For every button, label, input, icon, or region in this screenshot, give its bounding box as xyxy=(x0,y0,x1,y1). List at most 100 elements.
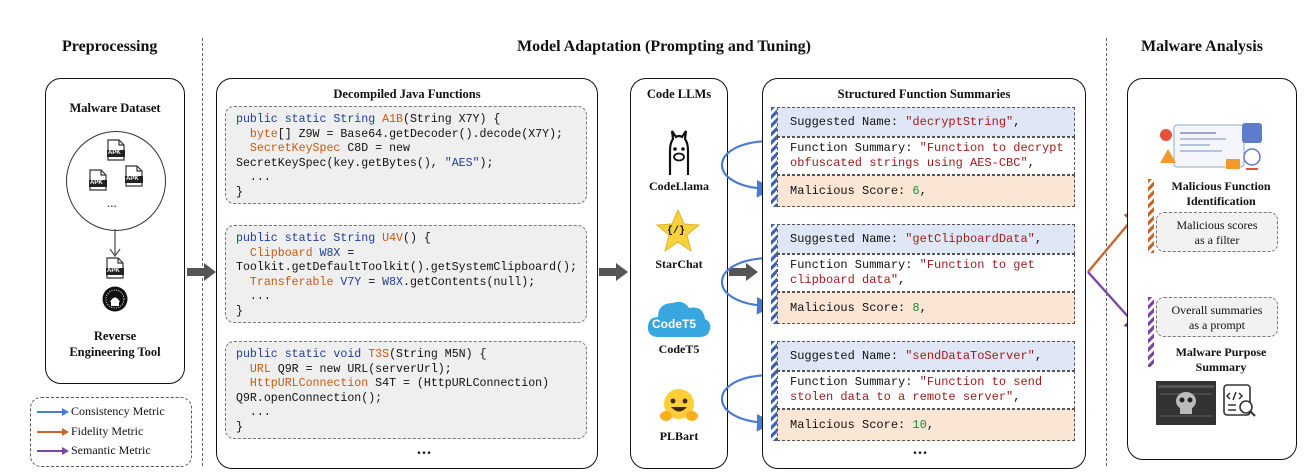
apk-file-icon: APK xyxy=(107,139,125,166)
malicious-score-row: Malicious Score: 8, xyxy=(777,292,1075,324)
code-line: Toolkit.getDefaultToolkit().getSystemCli… xyxy=(236,261,586,276)
function-summaries-panel: Structured Function Summaries Suggested … xyxy=(762,78,1086,469)
malicious-function-identification-line2: Identification xyxy=(1186,194,1256,208)
apk-file-icon: APK xyxy=(106,257,124,284)
code-token: (String X7Y) { xyxy=(402,113,501,126)
apk-label: APK xyxy=(108,150,121,156)
code-token: byte xyxy=(249,127,278,141)
code-token xyxy=(236,247,250,260)
code-token: = xyxy=(340,246,355,260)
code-token: public static void xyxy=(236,348,369,361)
code-line: byte[] Z9W = Base64.getDecoder().decode(… xyxy=(236,128,586,143)
malware-dataset-title: Malware Dataset xyxy=(69,101,161,115)
code-token: U4V xyxy=(382,232,403,245)
code-line: HttpURLConnection S4T = (HttpURLConnecti… xyxy=(236,377,586,392)
overall-summaries-prompt-box: Overall summaries as a prompt xyxy=(1156,297,1278,337)
malicious-score-key: Malicious Score: xyxy=(790,183,913,198)
code-line: Clipboard W8X = xyxy=(236,247,586,262)
code-token: SecretKeySpec xyxy=(249,142,341,156)
malicious-score-value: 10 xyxy=(912,417,927,432)
code-token: SecretKeySpec(key.getBytes(), xyxy=(236,156,445,170)
reverse-engineering-tool-icon xyxy=(102,286,128,312)
malicious-score-key: Malicious Score: xyxy=(790,300,913,315)
codet5-glyph: CodeT5 xyxy=(652,317,697,331)
function-summary-key: Function Summary: xyxy=(790,141,920,155)
legend-semantic-label: Semantic Metric xyxy=(71,443,151,457)
malware-analysis-panel: Malicious Function Identification Malici… xyxy=(1127,78,1297,460)
prompt-line1: Overall summaries xyxy=(1171,303,1263,317)
legend-fidelity-label: Fidelity Metric xyxy=(71,424,144,438)
prompt-line2: as a prompt xyxy=(1189,318,1245,332)
code-block: public static String A1B(String X7Y) { b… xyxy=(225,106,587,204)
fidelity-hatch-bar xyxy=(1148,179,1154,253)
code-line: ... xyxy=(236,406,586,421)
code-token: Q9R = new URL(serverUrl); xyxy=(270,362,452,376)
function-summary-row: Function Summary: "Function to get clipb… xyxy=(777,254,1075,292)
suggested-name-row: Suggested Name: "sendDataToServer", xyxy=(777,341,1075,371)
codet5-label: CodeT5 xyxy=(658,342,700,356)
suggested-name-key: Suggested Name: xyxy=(790,348,906,363)
function-summary-value-line1: "Function to decrypt xyxy=(919,141,1064,155)
suggested-name-value: "decryptString" xyxy=(905,114,1014,129)
code-token xyxy=(236,363,250,376)
suggested-name-row: Suggested Name: "getClipboardData", xyxy=(777,224,1075,254)
code-token: public static String xyxy=(236,232,383,245)
code-token: W8X xyxy=(382,275,404,289)
code-line: Q9R.openConnection(); xyxy=(236,392,586,407)
codellama-label: CodeLlama xyxy=(649,179,709,193)
metric-legend: Consistency Metric Fidelity Metric Seman… xyxy=(30,397,192,467)
code-token: W8X xyxy=(319,246,341,260)
semantic-arrow-icon xyxy=(37,447,69,455)
codet5-cloud-icon xyxy=(647,301,711,337)
summaries-ellipsis: ... xyxy=(913,441,928,458)
code-line: public static String U4V() { xyxy=(236,232,586,247)
code-line: SecretKeySpec(key.getBytes(), "AES"); xyxy=(236,157,586,172)
apk-label: APK xyxy=(107,268,120,274)
function-summary-value-line2: obfuscated strings using AES-CBC" xyxy=(790,156,1028,170)
plbart-label: PLBart xyxy=(659,429,699,443)
function-summary-key: Function Summary: xyxy=(790,258,920,272)
code-token: } xyxy=(236,304,243,318)
hugging-face-icon xyxy=(660,389,698,421)
decompiled-ellipsis: ... xyxy=(417,441,432,458)
apk-file-icon: APK xyxy=(89,169,107,196)
code-token xyxy=(236,377,250,390)
code-line: } xyxy=(236,421,586,436)
code-line: Transferable V7Y = W8X.getContents(null)… xyxy=(236,276,586,291)
code-token: ... xyxy=(236,406,271,420)
semantic-hatch-bar xyxy=(1148,297,1154,367)
stage-heading-malware-analysis: Malware Analysis xyxy=(1141,38,1263,55)
reverse-engineering-tool-label-line1: Reverse xyxy=(93,329,137,343)
code-token xyxy=(236,128,250,141)
code-token: .getContents(null); xyxy=(403,275,536,289)
malicious-score-key: Malicious Score: xyxy=(790,417,913,432)
flow-arrow-icon xyxy=(187,263,216,281)
code-token: HttpURLConnection xyxy=(249,377,369,391)
starchat-star-icon xyxy=(655,209,701,253)
code-token xyxy=(236,276,250,289)
code-token: } xyxy=(236,420,243,434)
code-token: ); xyxy=(479,156,494,170)
code-token: Transferable xyxy=(249,275,334,289)
code-line: URL Q9R = new URL(serverUrl); xyxy=(236,363,586,378)
function-summaries-title: Structured Function Summaries xyxy=(837,87,1011,101)
function-summary-value-line2: stolen data to a remote server" xyxy=(790,390,1014,404)
code-token: V7Y xyxy=(340,275,362,289)
suggested-name-key: Suggested Name: xyxy=(790,114,906,129)
code-token xyxy=(236,142,250,155)
stage-separator-right xyxy=(1106,38,1107,466)
apk-label: APK xyxy=(126,176,139,182)
code-line: } xyxy=(236,305,586,320)
code-line: ... xyxy=(236,171,586,186)
code-line: } xyxy=(236,186,586,201)
malicious-scores-filter-box: Malicious scores as a filter xyxy=(1156,212,1278,252)
apk-file-icon: APK xyxy=(125,165,143,192)
code-token: C8D = new xyxy=(340,142,410,156)
filter-line2: as a filter xyxy=(1194,233,1240,247)
malicious-score-row: Malicious Score: 10, xyxy=(777,409,1075,441)
function-summary-value-line1: "Function to get xyxy=(919,258,1035,272)
fidelity-arrow-icon xyxy=(37,428,69,436)
code-token: = xyxy=(361,275,383,289)
code-line: SecretKeySpec C8D = new xyxy=(236,142,586,157)
stage-separator-left xyxy=(202,38,203,466)
